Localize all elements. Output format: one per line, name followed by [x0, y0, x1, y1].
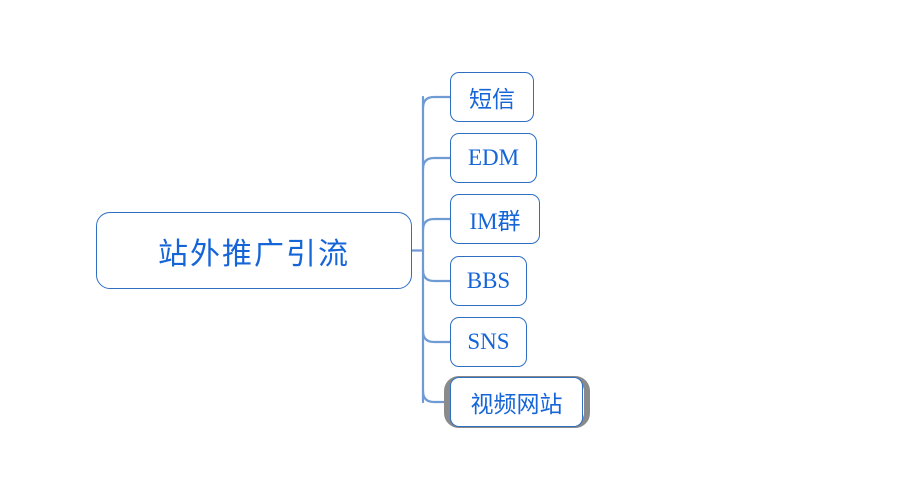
- root-node-label: 站外推广引流: [158, 237, 350, 271]
- connector-branch-2: [421, 156, 452, 171]
- connector-branch-3: [421, 217, 452, 232]
- child-node-label: IM群: [469, 209, 521, 234]
- root-node[interactable]: 站外推广引流: [96, 212, 412, 289]
- child-node-label: EDM: [467, 145, 520, 170]
- child-node-5[interactable]: SNS: [450, 317, 527, 367]
- connector-branch-4: [421, 268, 452, 283]
- child-node-label: BBS: [466, 268, 511, 293]
- child-node-6[interactable]: 视频网站: [450, 377, 583, 427]
- child-node-1[interactable]: 短信: [450, 72, 534, 122]
- child-node-2[interactable]: EDM: [450, 133, 537, 183]
- child-node-label: 短信: [469, 87, 515, 112]
- child-node-3[interactable]: IM群: [450, 194, 540, 244]
- connector-branch-5: [421, 329, 452, 344]
- connector-branch-1: [421, 95, 452, 110]
- child-node-4[interactable]: BBS: [450, 256, 527, 306]
- child-node-label: 视频网站: [470, 392, 563, 417]
- child-node-label: SNS: [467, 329, 510, 354]
